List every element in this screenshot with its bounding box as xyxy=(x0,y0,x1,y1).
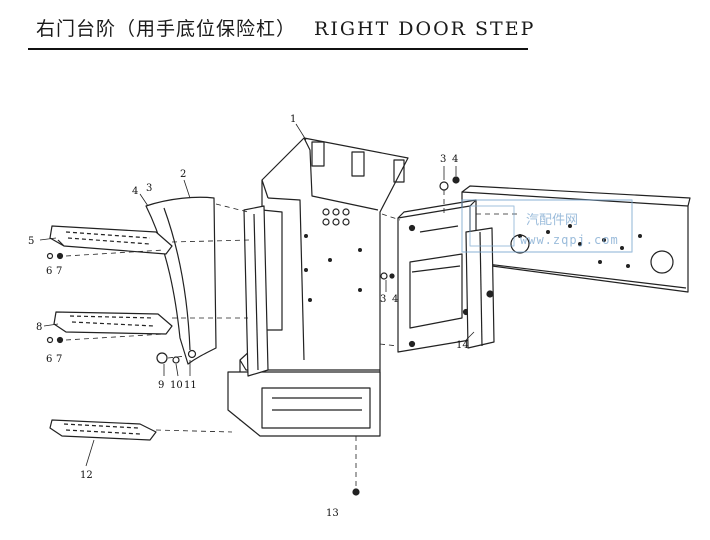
step-housing xyxy=(227,137,409,437)
step-tread-middle xyxy=(53,311,173,335)
watermark-url: www.zqpj.com xyxy=(520,233,619,247)
callout-3c: 3 xyxy=(380,294,386,305)
watermark-logo-text: 汽配件网 xyxy=(526,213,578,228)
callout-11: 11 xyxy=(184,380,197,391)
callout-13: 13 xyxy=(326,508,339,519)
callout-4a: 4 xyxy=(132,186,138,197)
callout-6b: 6 xyxy=(46,354,52,365)
title-english: RIGHT DOOR STEP xyxy=(314,18,536,40)
callout-2: 2 xyxy=(180,169,186,180)
callout-labels: 1 2 3 4 3 4 3 4 5 6 7 8 6 7 9 10 11 12 1… xyxy=(28,114,469,519)
watermark-logo-icon xyxy=(469,205,515,247)
title-underline xyxy=(28,48,528,50)
callout-9: 9 xyxy=(158,380,164,391)
fasteners xyxy=(46,176,460,496)
callout-3a: 3 xyxy=(146,183,152,194)
callout-14: 14 xyxy=(456,340,469,351)
trim-panel-2 xyxy=(145,196,217,365)
callout-3b: 3 xyxy=(440,154,446,165)
leader-lines xyxy=(39,123,475,467)
callout-5: 5 xyxy=(28,236,34,247)
side-rail-plate xyxy=(243,205,269,377)
callout-7b: 7 xyxy=(56,354,62,365)
title-chinese: 右门台阶（用手底位保险杠） xyxy=(36,18,297,40)
callout-8: 8 xyxy=(36,322,42,333)
callout-7a: 7 xyxy=(56,266,62,277)
watermark: 汽配件网 www.zqpj.com xyxy=(461,199,633,253)
alignment-lines xyxy=(65,190,520,488)
callout-4b: 4 xyxy=(452,154,458,165)
mounting-bracket xyxy=(397,199,477,353)
diagram-title: 右门台阶（用手底位保险杠） RIGHT DOOR STEP xyxy=(36,14,535,41)
callout-12: 12 xyxy=(80,470,93,481)
step-tread-upper xyxy=(49,225,173,255)
callout-4c: 4 xyxy=(392,294,398,305)
step-tread-lower xyxy=(49,419,157,441)
callout-10: 10 xyxy=(170,380,183,391)
bracket-14 xyxy=(465,227,495,349)
callout-6a: 6 xyxy=(46,266,52,277)
callout-1: 1 xyxy=(290,114,296,125)
